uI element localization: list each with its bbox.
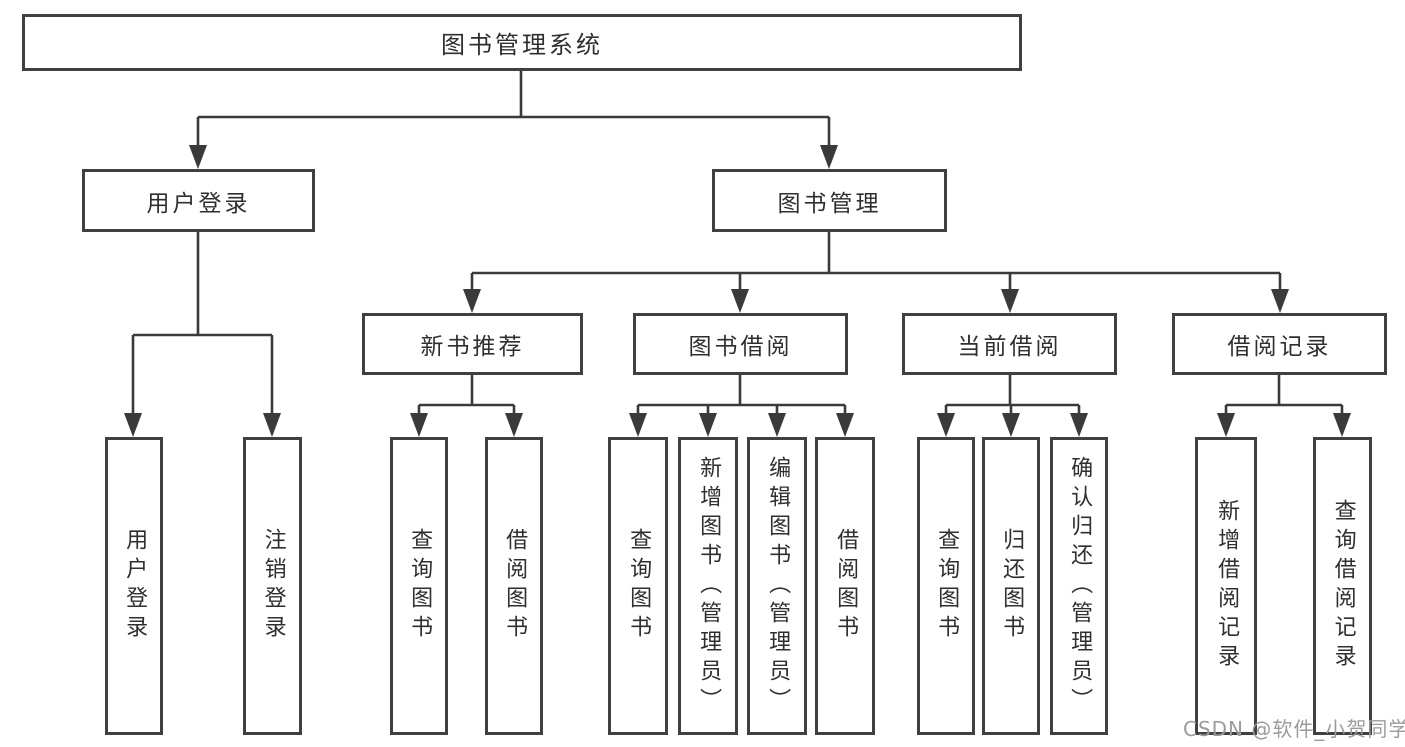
node-library-management-system: 图书管理系统: [22, 14, 1022, 71]
node-book-borrowing: 图书借阅: [633, 313, 848, 375]
node-current-borrowing: 当前借阅: [902, 313, 1117, 375]
connector-borrow-records-branch: [1224, 375, 1344, 415]
connector-current-borrowing-branch: [944, 375, 1081, 415]
node-label: 借阅记录: [1227, 334, 1332, 360]
leaf-label: 用户登录: [122, 528, 148, 644]
leaf-add-book-admin: 新增图书（管理员）: [678, 437, 738, 735]
leaf-label: 注销登录: [260, 528, 286, 644]
leaf-label: 查询图书: [626, 528, 652, 644]
node-label: 当前借阅: [957, 334, 1062, 360]
node-label: 图书管理系统: [441, 31, 603, 59]
node-label: 新书推荐: [420, 334, 525, 360]
connector-book-borrowing-branch: [636, 375, 847, 415]
leaf-query-borrow-record: 查询借阅记录: [1313, 437, 1372, 735]
leaf-label: 借阅图书: [833, 528, 859, 644]
leaf-borrow-books-recommend: 借阅图书: [485, 437, 543, 735]
node-label: 图书借阅: [688, 334, 793, 360]
leaf-label: 确认归还（管理员）: [1067, 455, 1093, 717]
leaf-query-books-current: 查询图书: [917, 437, 975, 735]
leaf-label: 新增借阅记录: [1214, 499, 1240, 673]
leaf-label: 借阅图书: [502, 528, 528, 644]
leaf-add-borrow-record: 新增借阅记录: [1195, 437, 1257, 735]
connector-root: [196, 71, 831, 145]
leaf-label: 查询借阅记录: [1330, 499, 1356, 673]
leaf-return-book: 归还图书: [982, 437, 1040, 735]
leaf-label: 查询图书: [934, 528, 960, 644]
leaf-confirm-return-admin: 确认归还（管理员）: [1050, 437, 1108, 735]
node-borrow-records: 借阅记录: [1172, 313, 1387, 375]
node-book-management-branch: 图书管理: [712, 169, 947, 232]
leaf-user-login: 用户登录: [105, 437, 163, 735]
leaf-label: 归还图书: [999, 528, 1025, 644]
leaf-label: 编辑图书（管理员）: [765, 455, 791, 717]
node-label: 图书管理: [777, 190, 882, 217]
leaf-logout: 注销登录: [243, 437, 302, 735]
leaf-borrow-books: 借阅图书: [815, 437, 875, 735]
leaf-label: 查询图书: [407, 528, 433, 644]
node-user-login-branch: 用户登录: [82, 169, 315, 232]
leaf-edit-book-admin: 编辑图书（管理员）: [747, 437, 807, 735]
leaf-query-books-recommend: 查询图书: [390, 437, 448, 735]
connector-book-management-branch: [470, 232, 1282, 291]
leaf-query-books-borrowing: 查询图书: [608, 437, 668, 735]
leaf-label: 新增图书（管理员）: [696, 455, 722, 717]
watermark-text: CSDN @软件_小贺同学: [1183, 717, 1405, 741]
connector-new-book-recommend-branch: [417, 375, 516, 415]
connector-user-login-branch: [131, 232, 274, 415]
node-new-book-recommend: 新书推荐: [362, 313, 583, 375]
node-label: 用户登录: [146, 190, 251, 217]
